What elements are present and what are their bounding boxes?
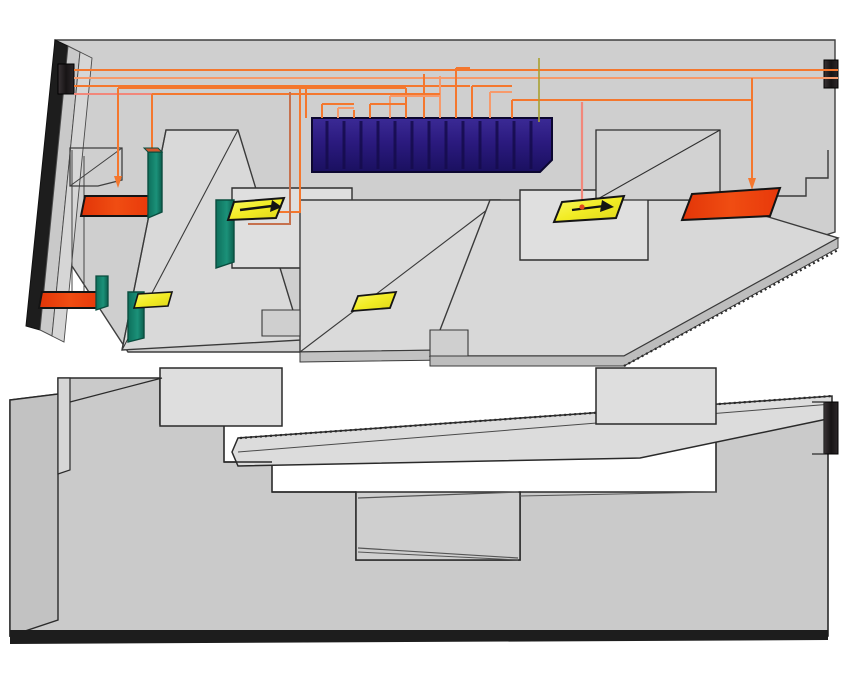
left-connector-block[interactable] (57, 63, 75, 95)
yellow-pad-3-face (552, 194, 626, 224)
terminal-block-body (311, 117, 553, 173)
lower-left-face (9, 393, 59, 637)
ramp-slab-2-diag (299, 199, 501, 353)
left-step-bracket (69, 147, 123, 187)
yellow-pad-4-face (132, 291, 174, 309)
ramp-cutout-1 (261, 309, 301, 337)
ramp-slab-3-side (429, 237, 839, 367)
right-step-bracket (770, 150, 829, 197)
left-step-bracket-diag (69, 147, 123, 187)
ramp-3-serration (623, 249, 839, 367)
yellow-pad-3-arrowhead (600, 200, 614, 212)
yellow-pad-1-arrowhead (270, 200, 282, 212)
wire-arrow-red-pad-3 (748, 178, 756, 190)
lower-center-pocket-bottom-edge-2 (357, 551, 519, 561)
red-pad-1[interactable] (79, 195, 154, 217)
yellow-pad-3-arrow (571, 204, 605, 212)
yellow-pad-2[interactable] (350, 290, 398, 313)
red-pad-2[interactable] (37, 291, 102, 309)
lower-assembly (9, 367, 839, 644)
lower-sloped-slab-serration (239, 394, 833, 440)
lower-center-pocket-bottom-edge (357, 547, 519, 559)
lower-right-connector[interactable] (823, 401, 839, 455)
red-pad-2-face (37, 291, 102, 309)
teal-panel-3-face (95, 275, 109, 311)
upper-assembly (25, 39, 840, 367)
lower-left-riser (57, 377, 71, 475)
lower-center-pocket-top-edge (357, 491, 519, 499)
teal-panel-1-face (147, 151, 163, 220)
lower-shelf-line-a (519, 491, 717, 497)
teal-panel-1-top (142, 147, 164, 153)
yellow-pad-1-arrow (239, 204, 273, 212)
yellow-pad-1[interactable] (226, 196, 286, 222)
wire-loop-yellow-pad-1b (248, 92, 291, 225)
yellow-pad-3[interactable] (552, 194, 626, 224)
yellow-pad-3-node (579, 204, 585, 210)
red-pad-3-face (680, 186, 782, 222)
red-pad-3[interactable] (680, 186, 782, 222)
teal-panel-3[interactable] (95, 275, 109, 311)
yellow-pad-4[interactable] (132, 291, 174, 309)
terminal-block[interactable] (311, 117, 553, 173)
ramp-cutout-2 (429, 329, 469, 357)
terminal-block-pins (325, 121, 533, 169)
lower-box-right (595, 367, 717, 425)
lower-base-shadow (10, 630, 828, 644)
red-pad-1-face (79, 195, 154, 217)
lower-box-left (159, 367, 283, 427)
lower-center-pocket (355, 491, 521, 561)
lower-diagonal-edge (69, 377, 163, 403)
right-connector-block[interactable] (823, 59, 839, 89)
teal-panel-1[interactable] (142, 147, 164, 220)
wire-arrow-red-pad-1 (114, 176, 122, 188)
ramp-3-box-diag (595, 129, 721, 201)
wire-step-feeders (306, 67, 512, 109)
lower-sloped-slab-ridge (237, 403, 833, 453)
yellow-pad-2-face (350, 290, 398, 313)
lower-right-bracket (812, 401, 825, 455)
